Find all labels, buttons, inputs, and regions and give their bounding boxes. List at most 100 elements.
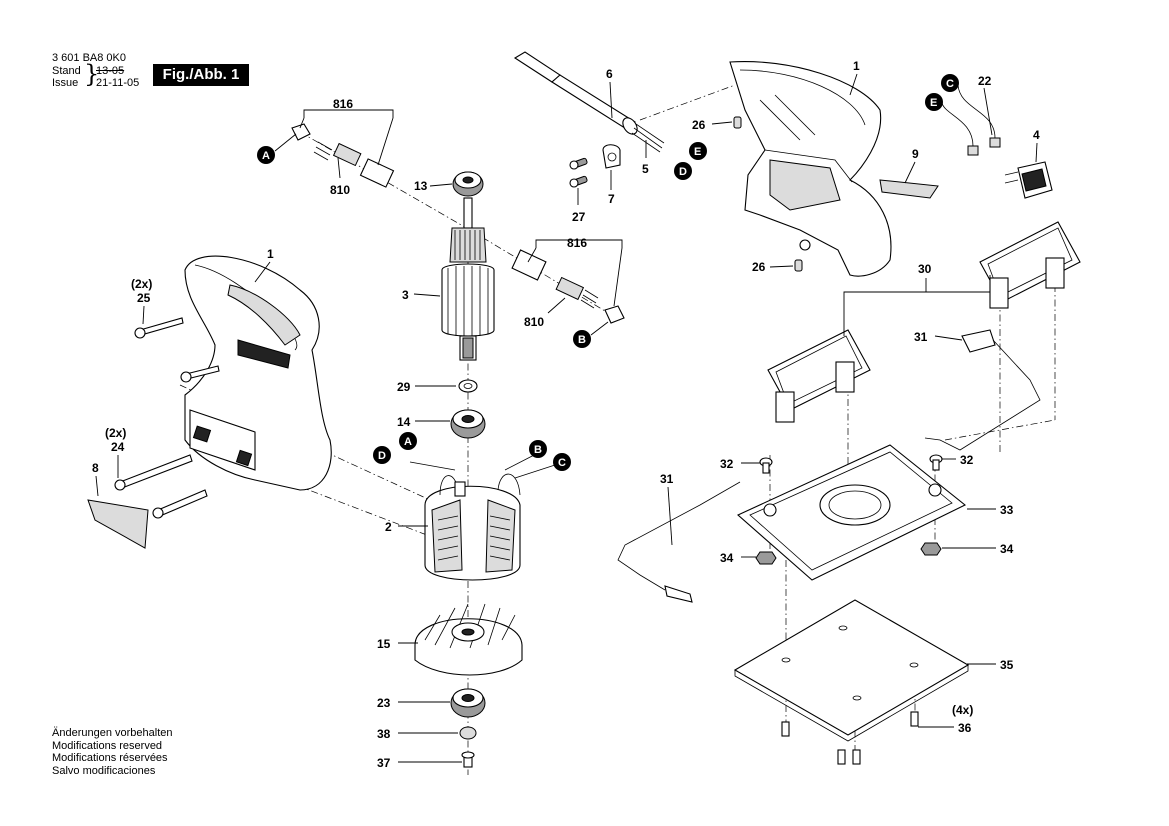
switch <box>941 84 1053 199</box>
callout-32-left: 32 <box>720 457 734 471</box>
callout-25-multiplier: (2x) <box>131 277 152 291</box>
callout-8: 8 <box>92 461 99 475</box>
sanding-frame-upper <box>979 221 1081 309</box>
screws-32 <box>759 454 943 474</box>
screw-25 <box>134 317 220 383</box>
label-plate-8 <box>87 499 149 549</box>
part-number: 3 601 BA8 0K0 <box>52 52 127 64</box>
marker-e-switch: E <box>925 93 943 111</box>
marker-e-upper: E <box>689 142 707 160</box>
svg-text:D: D <box>679 166 687 178</box>
callout-6: 6 <box>606 67 613 81</box>
callout-9: 9 <box>912 147 919 161</box>
power-cord <box>513 51 665 153</box>
brush-set-upper <box>291 123 395 188</box>
callout-14: 14 <box>397 415 411 429</box>
washer-38 <box>459 726 477 740</box>
marker-c-upper: C <box>941 74 959 92</box>
svg-text:E: E <box>694 146 701 158</box>
pin-26a <box>733 116 742 129</box>
svg-text:D: D <box>378 450 386 462</box>
bearing-13 <box>452 171 484 197</box>
issue-label: Issue <box>52 77 79 89</box>
header-brace: } <box>84 60 100 88</box>
callout-13: 13 <box>414 179 428 193</box>
marker-c-lower: C <box>553 453 571 471</box>
brush-set-lower <box>511 249 625 324</box>
nuts-34 <box>755 542 942 565</box>
screws-36 <box>781 711 919 765</box>
sanding-sheet <box>733 599 970 742</box>
callout-22: 22 <box>978 74 992 88</box>
base-plate <box>737 444 967 581</box>
screw-24 <box>114 454 208 519</box>
svg-text:B: B <box>578 334 586 346</box>
figure-label: Fig./Abb. 1 <box>153 64 249 86</box>
armature <box>441 197 495 361</box>
callout-31-right: 31 <box>914 330 928 344</box>
callout-32-right: 32 <box>960 453 974 467</box>
note-fr: Modifications réservées <box>52 752 168 764</box>
svg-text:A: A <box>404 436 412 448</box>
callout-816-lower: 816 <box>567 236 587 250</box>
callout-29: 29 <box>397 380 411 394</box>
marker-d-lower: D <box>373 446 391 464</box>
stand-date: 13-05 <box>96 65 125 77</box>
callout-5: 5 <box>642 162 649 176</box>
spring-clip-right <box>924 329 1041 451</box>
bearing-23 <box>450 688 486 718</box>
field-coil <box>409 451 556 581</box>
issue-date: 21-11-05 <box>96 77 140 89</box>
housing-half-right <box>729 60 892 277</box>
marker-d-upper: D <box>674 162 692 180</box>
callout-810-lower: 810 <box>524 315 544 329</box>
fan <box>414 603 523 676</box>
callout-34-right: 34 <box>1000 542 1014 556</box>
callout-36-multiplier: (4x) <box>952 703 973 717</box>
callout-27: 27 <box>572 210 586 224</box>
callout-15: 15 <box>377 637 391 651</box>
callout-38: 38 <box>377 727 391 741</box>
callout-2: 2 <box>385 520 392 534</box>
callout-816-upper: 816 <box>333 97 353 111</box>
marker-a-lower: A <box>399 432 417 450</box>
label-plate-9 <box>879 179 939 199</box>
screw-37 <box>461 751 475 768</box>
note-de: Änderungen vorbehalten <box>52 727 173 739</box>
callout-1-lower: 1 <box>267 247 274 261</box>
modification-notes: Änderungen vorbehalten Modifications res… <box>52 727 172 777</box>
callout-30: 30 <box>918 262 932 276</box>
washer-29 <box>458 379 478 393</box>
callout-3: 3 <box>402 288 409 302</box>
callout-810-upper: 810 <box>330 183 350 197</box>
svg-text:C: C <box>558 457 566 469</box>
callout-26-upper: 26 <box>692 118 706 132</box>
callout-24-multiplier: (2x) <box>105 426 126 440</box>
callout-26-lower: 26 <box>752 260 766 274</box>
note-en: Modifications reserved <box>52 739 163 752</box>
note-es: Salvo modificaciones <box>52 764 156 777</box>
stand-label: Stand <box>52 65 81 77</box>
svg-text:A: A <box>262 150 270 162</box>
marker-b-upper: B <box>573 330 591 348</box>
callout-1-upper: 1 <box>853 59 860 73</box>
marker-a-upper: A <box>257 146 275 164</box>
callout-34-left: 34 <box>720 551 734 565</box>
connection-markers: A E D C E B A D <box>257 74 959 471</box>
pin-26b <box>794 259 803 272</box>
spring-clip-left <box>617 481 741 603</box>
svg-text:C: C <box>946 78 954 90</box>
callout-31-left: 31 <box>660 472 674 486</box>
callout-7: 7 <box>608 192 615 206</box>
callout-23: 23 <box>377 696 391 710</box>
svg-text:B: B <box>534 444 542 456</box>
callout-33: 33 <box>1000 503 1014 517</box>
housing-half-left <box>184 255 332 491</box>
callout-35: 35 <box>1000 658 1014 672</box>
callout-25: 25 <box>137 291 151 305</box>
callout-36: 36 <box>958 721 972 735</box>
leader-lines <box>95 73 1038 763</box>
callout-numbers: 816 810 13 6 26 5 27 7 1 22 4 9 26 816 8… <box>92 59 1040 770</box>
callout-24: 24 <box>111 440 125 454</box>
